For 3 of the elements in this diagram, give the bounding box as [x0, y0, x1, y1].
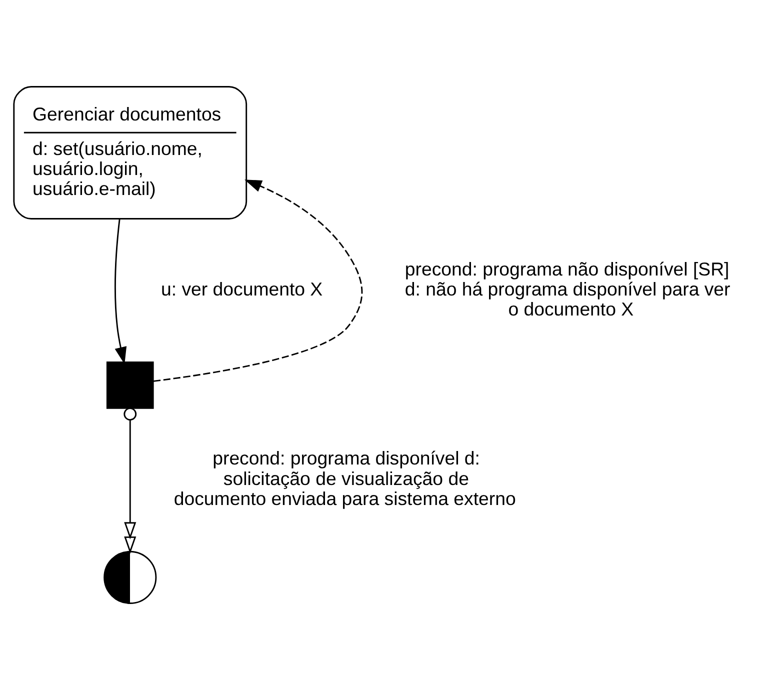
edge-label: precond: programa disponível d: solicitação de visualização de documento enviada para sistema externo	[174, 447, 516, 508]
edge-label: u: ver documento X	[160, 278, 323, 299]
edge-label: precond: programa não disponível [SR] d: não há programa disponível para ver o documento X	[404, 258, 730, 319]
